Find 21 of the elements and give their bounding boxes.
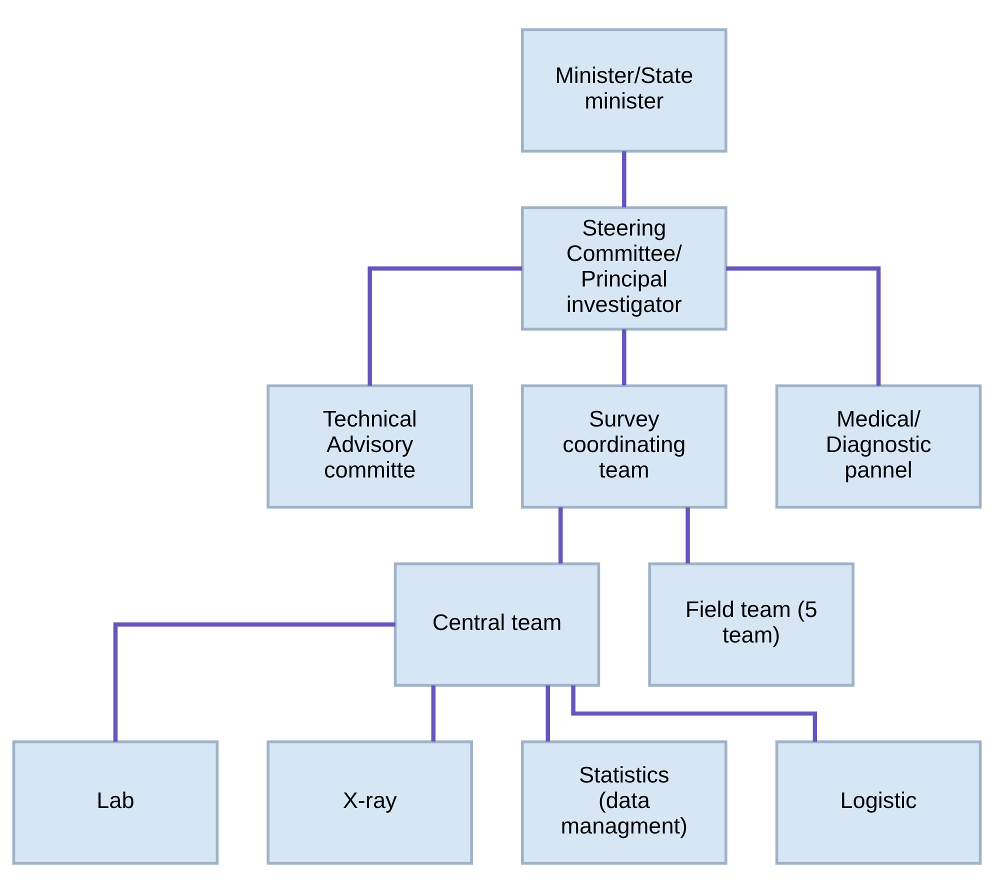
node-box: X-ray [266,740,473,864]
connector [368,266,522,386]
connector [571,684,818,742]
connector [726,266,881,386]
connector [558,506,563,563]
connector [546,684,550,741]
connector [113,622,396,742]
node-box: Steering Committee/ Principal investigator [521,206,728,330]
node-box: Lab [12,740,219,864]
connector [686,506,690,563]
connector [431,684,436,741]
node-box: Field team (5 team) [648,562,854,686]
node-box: Technical Advisory committe [266,384,473,508]
node-box: Medical/ Diagnostic pannel [775,384,982,508]
node-box: Survey coordinating team [521,384,728,508]
node-box: Logistic [775,740,982,864]
connector [622,328,626,385]
node-box: Central team [394,562,600,686]
connector [622,150,626,207]
node-box: Statistics (data managment) [521,740,728,864]
node-box: Minister/State minister [521,28,728,152]
